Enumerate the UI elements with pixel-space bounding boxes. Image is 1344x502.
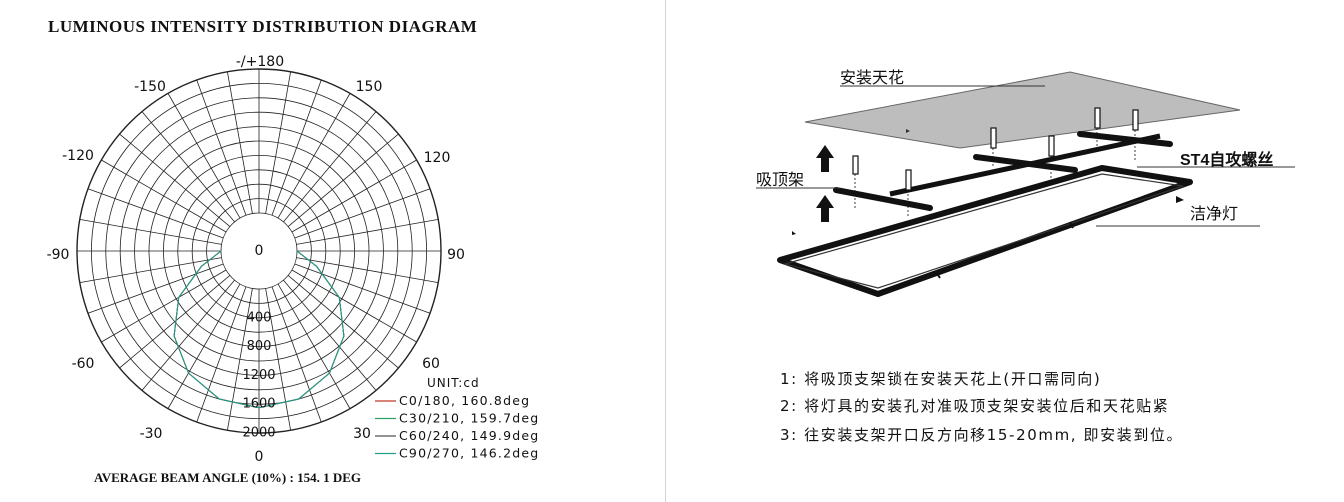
- angle-label: 120: [424, 150, 451, 166]
- polar-spoke: [119, 133, 231, 227]
- lamp-frame-outer: [777, 165, 1193, 297]
- screw-guides: [854, 128, 1136, 216]
- intensity-label: 1200: [242, 368, 275, 383]
- angle-label: -150: [134, 79, 166, 95]
- polar-spoke: [196, 79, 247, 216]
- screws: [852, 107, 1139, 191]
- beam-angle-text: AVERAGE BEAM ANGLE (10%) : 154. 1 DEG: [94, 470, 362, 485]
- up-arrows: [816, 145, 834, 222]
- angle-label: 30: [353, 426, 371, 442]
- angle-label: 0: [255, 449, 264, 465]
- angle-label: -120: [62, 148, 94, 164]
- polar-spoke: [87, 263, 224, 314]
- polar-spoke: [277, 93, 351, 219]
- polar-spoke: [287, 133, 399, 227]
- angle-label: -60: [72, 356, 95, 372]
- polar-spoke: [265, 288, 291, 431]
- polar-spoke: [101, 269, 227, 343]
- legend-entry: C90/270, 146.2deg: [399, 446, 539, 461]
- polar-spoke: [79, 219, 222, 245]
- center-label: 0: [255, 243, 264, 259]
- step-2: 2: 将灯具的安装孔对准吸顶支架安装位后和天花贴紧: [780, 397, 1170, 415]
- polar-spoke: [291, 269, 417, 343]
- label-lamp: 洁净灯: [1190, 204, 1239, 223]
- angle-label: 90: [447, 247, 465, 263]
- angle-label: -90: [47, 247, 70, 263]
- panel-divider: [665, 0, 666, 502]
- step-3: 3: 往安装支架开口反方向移15-20mm, 即安装到位。: [780, 426, 1184, 444]
- polar-spoke: [283, 111, 377, 223]
- bracket-left: [833, 187, 933, 211]
- label-ceiling: 安装天花: [840, 68, 905, 87]
- polar-spoke: [265, 71, 291, 214]
- label-bracket: 吸顶架: [756, 170, 805, 189]
- lamp-frame-inner: [782, 173, 1184, 289]
- installation-illustration: [756, 71, 1295, 297]
- intensity-label: 1600: [242, 397, 275, 412]
- polar-spoke: [227, 71, 253, 214]
- label-screw: ST4自攻螺丝: [1180, 152, 1274, 169]
- polar-intensity-chart: -/+180 -150 150 -120 120 -90 90 -60 60 -30 30 0 0 400…: [47, 54, 539, 465]
- intensity-label: 800: [247, 339, 272, 354]
- polar-spoke: [87, 188, 224, 239]
- angle-label: 150: [356, 79, 383, 95]
- angle-label: -/+180: [236, 54, 284, 70]
- polar-series-line-3: [173, 250, 345, 409]
- polar-spoke: [141, 111, 235, 223]
- angle-label: 60: [422, 356, 440, 372]
- polar-spoke: [291, 159, 417, 233]
- polar-spoke: [119, 275, 231, 369]
- ceiling-marker: [906, 129, 910, 133]
- bracket-long-rail: [889, 133, 1161, 197]
- polar-spoke: [227, 288, 253, 431]
- legend-entry: C0/180, 160.8deg: [399, 393, 530, 408]
- ceiling-panel: [804, 71, 1241, 149]
- legend-entry: C30/210, 159.7deg: [399, 411, 539, 426]
- polar-spoke: [167, 283, 241, 409]
- polar-series: [173, 250, 345, 409]
- bracket-right: [1077, 131, 1173, 147]
- intensity-label: 400: [247, 310, 272, 325]
- polar-spoke: [79, 257, 222, 283]
- polar-spoke: [283, 279, 377, 391]
- polar-spoke: [196, 286, 247, 423]
- polar-spoke: [271, 286, 322, 423]
- angle-label: -30: [140, 426, 163, 442]
- diagram-title: LUMINOUS INTENSITY DISTRIBUTION DIAGRAM: [48, 17, 478, 36]
- unit-label: UNIT:cd: [427, 376, 480, 390]
- polar-grid: [76, 68, 442, 434]
- step-1: 1: 将吸顶支架锁在安装天花上(开口需同向): [780, 370, 1102, 388]
- polar-spoke: [294, 188, 431, 239]
- polar-spoke: [296, 219, 439, 245]
- legend-entry: C60/240, 149.9deg: [399, 428, 539, 443]
- polar-spoke: [271, 79, 322, 216]
- polar-spoke: [101, 159, 227, 233]
- polar-spoke: [277, 283, 351, 409]
- polar-spoke: [294, 263, 431, 314]
- intensity-label: 2000: [242, 426, 275, 441]
- polar-spoke: [167, 93, 241, 219]
- polar-labels: -/+180 -150 150 -120 120 -90 90 -60 60 -30 30 0 0 400…: [47, 54, 465, 465]
- polar-spoke: [141, 279, 235, 391]
- polar-spoke: [287, 275, 399, 369]
- polar-spoke: [296, 257, 439, 283]
